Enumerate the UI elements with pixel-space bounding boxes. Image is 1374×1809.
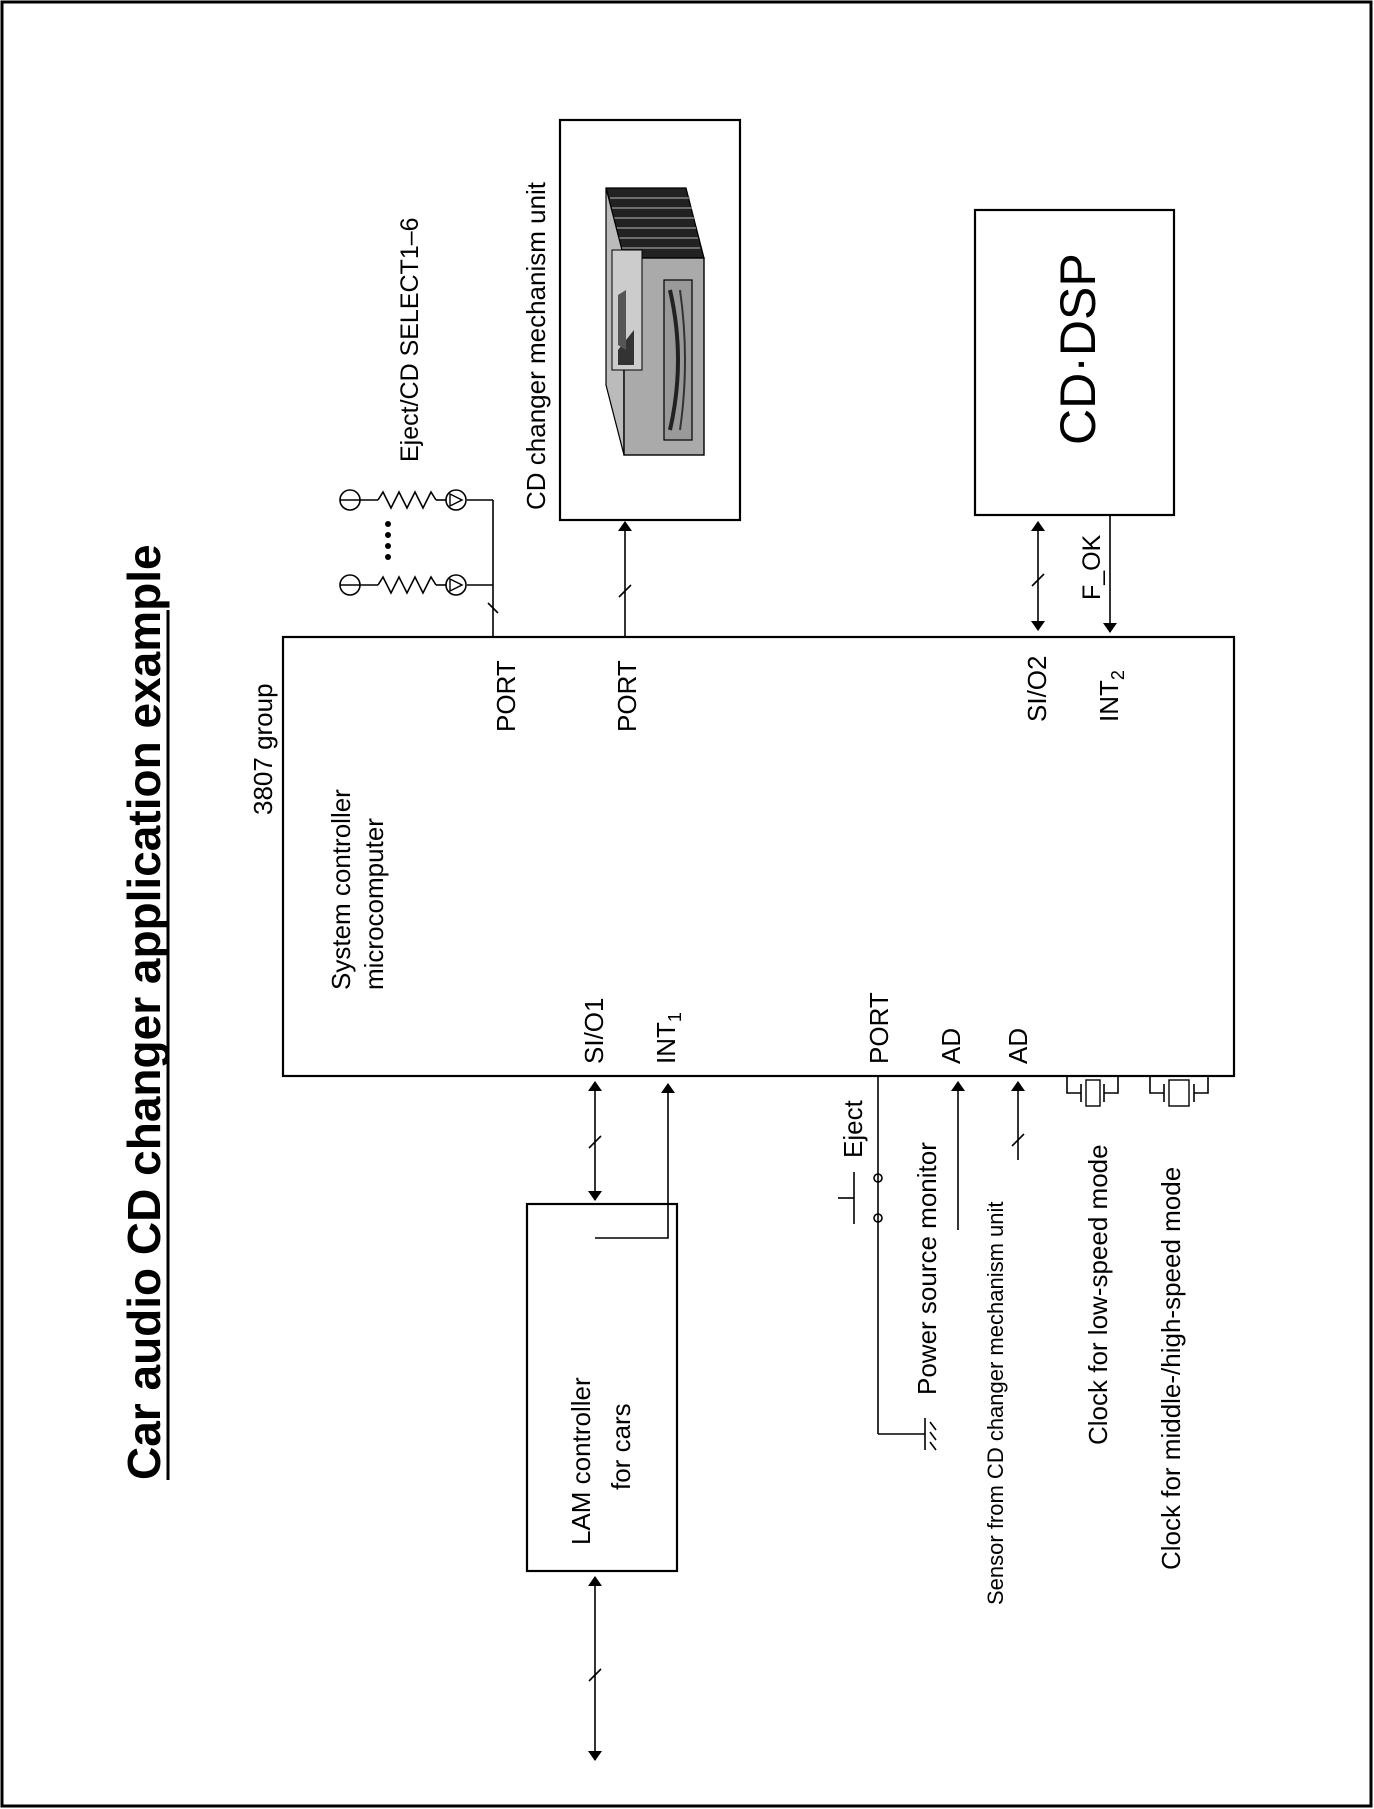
pin-port-top-1: PORT	[491, 660, 521, 732]
pin-sio1: SI/O1	[579, 998, 609, 1064]
page-title: Car audio CD changer application example	[118, 544, 170, 1480]
f-ok-label: F_OK	[1078, 534, 1106, 600]
pin-int2: INT2	[1094, 670, 1128, 722]
mcu-box	[281, 635, 1236, 1078]
crystal-high-speed	[1149, 1076, 1209, 1107]
cd-dsp-box	[973, 208, 1176, 517]
pin-sio2: SI/O2	[1022, 656, 1052, 722]
pin-port-top-2: PORT	[612, 660, 642, 732]
lam-label-line2: for cars	[606, 1403, 636, 1490]
eject-select-label: Eject/CD SELECT1–6	[396, 217, 424, 462]
mcu-name-line1: System controller	[326, 789, 356, 990]
sensor-label: Sensor from CD changer mechanism unit	[983, 1202, 1008, 1606]
clock-low-label: Clock for low-speed mode	[1083, 1144, 1113, 1445]
cd-dsp-label: CD·DSP	[1050, 253, 1106, 445]
select-switch-array	[339, 489, 499, 637]
int1-line	[595, 1083, 675, 1239]
clock-high-label: Clock for middle-/high-speed mode	[1156, 1167, 1186, 1570]
crystal-low-speed	[1066, 1076, 1119, 1107]
pin-ad-1: AD	[936, 1028, 966, 1064]
pin-ad-2: AD	[1003, 1028, 1033, 1064]
pin-int1: INT1	[651, 1012, 685, 1064]
mcu-name-line2: microcomputer	[359, 818, 389, 990]
pin-port-bottom: PORT	[864, 992, 894, 1064]
cd-changer-label: CD changer mechanism unit	[521, 181, 551, 510]
cd-changer-icon	[605, 187, 705, 456]
mcu-group-label: 3807 group	[248, 683, 278, 815]
eject-label: Eject	[838, 1099, 868, 1158]
power-monitor-label: Power source monitor	[912, 1142, 942, 1395]
lam-label-line1: LAM controller	[566, 1377, 596, 1545]
eject-switch	[838, 1076, 937, 1451]
lam-controller-box	[525, 1202, 679, 1573]
